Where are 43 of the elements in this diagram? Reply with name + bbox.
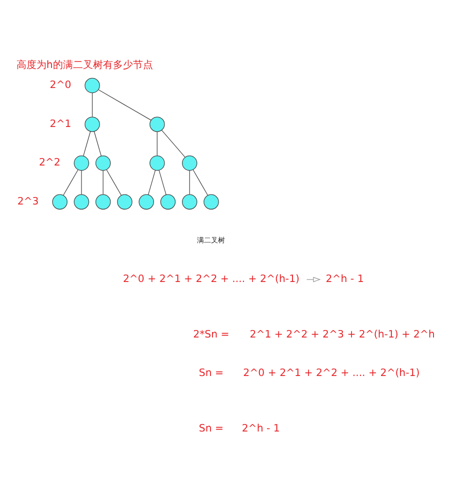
label: 2^0 + 2^1 + 2^2 + .... + 2^(h-1) [243,368,420,379]
label: 2^1 [50,118,72,130]
label: Sn = [198,368,224,379]
node-circle [95,155,111,170]
connector [98,88,152,120]
label: 2^2 [38,157,60,168]
label: 2*Sn = [193,328,230,340]
node-circle [74,194,90,210]
node-circle [84,116,100,132]
connector [161,129,186,158]
node-circle [160,194,176,210]
node-circle [182,155,198,170]
connector [81,170,82,194]
node-circle [74,155,90,170]
node-circle [138,194,154,210]
label: 2^0 [50,79,72,90]
connector [158,169,166,195]
label: Sn = [198,422,224,434]
connector [192,168,208,196]
label: 2^3 [17,196,39,207]
arrow [306,276,321,282]
connector [102,170,104,194]
connector [156,130,158,156]
connector [92,92,93,117]
connector [148,169,156,195]
node-circle [182,194,198,210]
node-circle [150,155,165,170]
node-circle [52,194,68,210]
node-circle [117,194,132,210]
label: 2^h - 1 [242,422,280,434]
connector [83,130,91,156]
node-circle [204,194,219,210]
node-circle [84,77,100,93]
connector [106,168,122,196]
node-circle [95,194,111,210]
connector [189,170,190,194]
connector [62,168,78,196]
node-circle [150,116,165,132]
node-text: 2^h - 1 [326,273,364,284]
diagram-title: 高度为h的满二叉树有多少节点 [16,60,153,71]
label: 2^1 + 2^2 + 2^3 + 2^(h-1) + 2^h [250,328,435,340]
connector [94,130,102,156]
node-text: 2^0 + 2^1 + 2^2 + .... + 2^(h-1) [122,273,300,284]
